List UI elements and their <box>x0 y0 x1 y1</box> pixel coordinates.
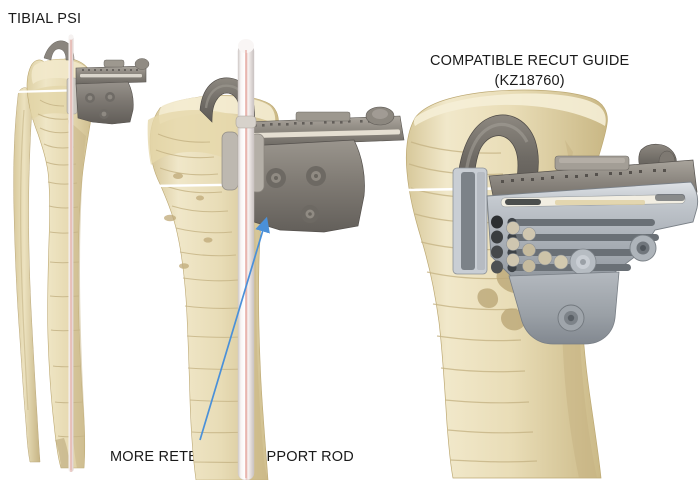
plate-serrations <box>501 169 666 183</box>
panel-support-rod-closeup <box>147 0 408 480</box>
full-tibia-render <box>11 34 150 472</box>
saw-capture-slot <box>80 74 142 78</box>
page-title-right: COMPATIBLE RECUT GUIDE (KZ18760) <box>430 52 629 91</box>
saw-capture-slot <box>252 129 401 138</box>
psi-cutting-guide-mid <box>243 106 405 233</box>
recut-guide-pin-hole-array <box>491 215 569 274</box>
recut-guide-catalog-number: (KZ18760) <box>494 72 565 89</box>
panel-recut-guide-closeup <box>405 0 700 480</box>
alignment-rod-thin <box>68 34 74 472</box>
panel-full-tibia-overview <box>0 0 150 480</box>
bone-pits <box>164 173 213 269</box>
recut-guide-foot <box>508 271 620 345</box>
support-rod-render <box>147 39 405 480</box>
recut-guide-bolt-holes <box>569 234 657 276</box>
rod-lock-ring <box>235 115 257 129</box>
resection-slot[interactable] <box>507 217 655 228</box>
support-rod-leader-line <box>199 216 270 441</box>
guide-bolt-holes <box>266 166 326 223</box>
tibia-left-view <box>26 58 95 469</box>
page-title-left: TIBIAL PSI <box>8 11 82 27</box>
recut-guide-render <box>405 89 699 479</box>
fibula-left-view <box>13 87 41 463</box>
guide-contact-paddle <box>452 167 488 275</box>
support-rod-thick <box>235 39 257 480</box>
guide-bolt-holes <box>85 92 115 119</box>
bone-surface-texture <box>155 133 251 463</box>
recut-guide-title-line1: COMPATIBLE RECUT GUIDE <box>430 53 630 69</box>
